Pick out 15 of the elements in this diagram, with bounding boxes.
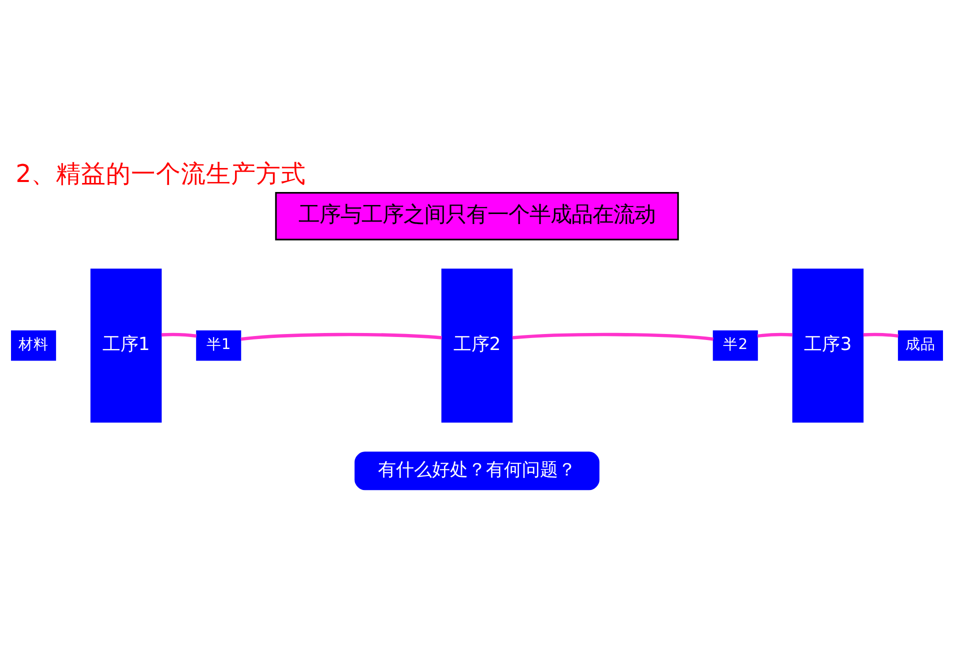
node-box: 半1 xyxy=(196,330,242,361)
node-box: 工序3 xyxy=(792,268,864,423)
connector xyxy=(512,332,714,341)
node-box: 有什么好处？有何问题？ xyxy=(354,452,600,490)
connector xyxy=(161,332,197,338)
node-box: 工序1 xyxy=(90,268,162,423)
node-box: 工序2 xyxy=(441,268,513,423)
node-box: 材料 xyxy=(11,330,56,361)
node-box: 工序与工序之间只有一个半成品在流动 xyxy=(275,192,679,240)
connector xyxy=(240,332,442,341)
diagram-title: 2、精益的一个流生产方式 xyxy=(16,159,306,188)
connector xyxy=(863,332,898,338)
node-box: 成品 xyxy=(898,330,943,361)
node-box: 半2 xyxy=(712,330,758,361)
connector xyxy=(757,332,792,338)
